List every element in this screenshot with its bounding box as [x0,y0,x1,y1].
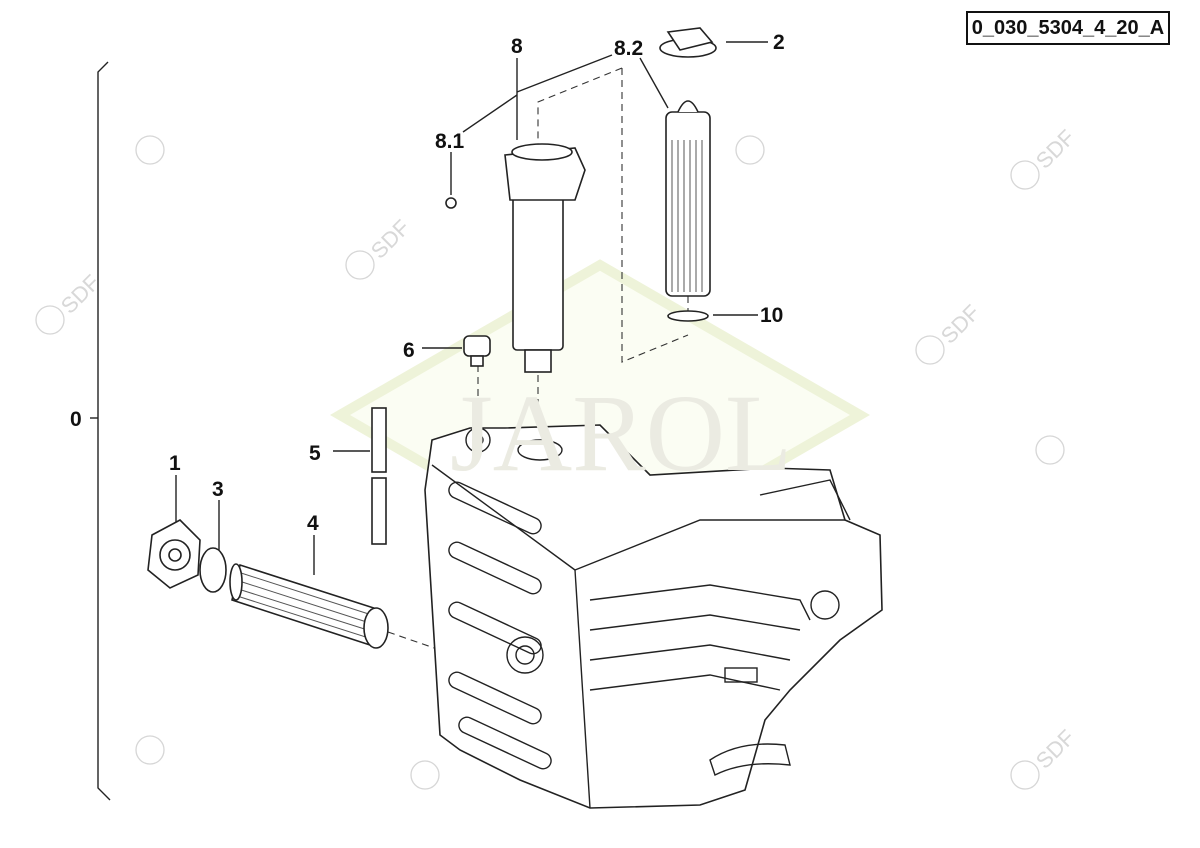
part-1-cover [147,519,201,589]
callout-8-1: 8.1 [435,130,465,153]
watermark-brand: SDF [1031,125,1080,174]
callout-6: 6 [403,339,415,362]
watermark-brand: SDF [936,300,985,349]
callout-0: 0 [70,408,82,431]
part-8-return-filter [445,143,586,373]
part-6-plug [463,335,491,367]
callout-8-2: 8.2 [614,37,644,60]
callout-1: 1 [169,452,181,475]
callout-4: 4 [307,512,319,535]
watermark-brand: SDF [1031,725,1080,774]
watermark-brand: SDF [366,215,415,264]
callout-10: 10 [760,304,784,327]
callout-8: 8 [511,35,523,58]
callout-2: 2 [773,31,785,54]
part-4-suction-filter [229,563,389,649]
callout-3: 3 [212,478,224,501]
part-2-filler-cap [659,27,717,58]
callout-5: 5 [309,442,321,465]
part-5-sight-gauge [371,407,387,545]
part-8-2-filter-element [665,100,711,322]
reference-code: 0_030_5304_4_20_A [966,11,1170,45]
part-0-tank [424,424,883,809]
watermark-text: JAROL [450,372,792,494]
part-3-o-ring [199,547,227,593]
